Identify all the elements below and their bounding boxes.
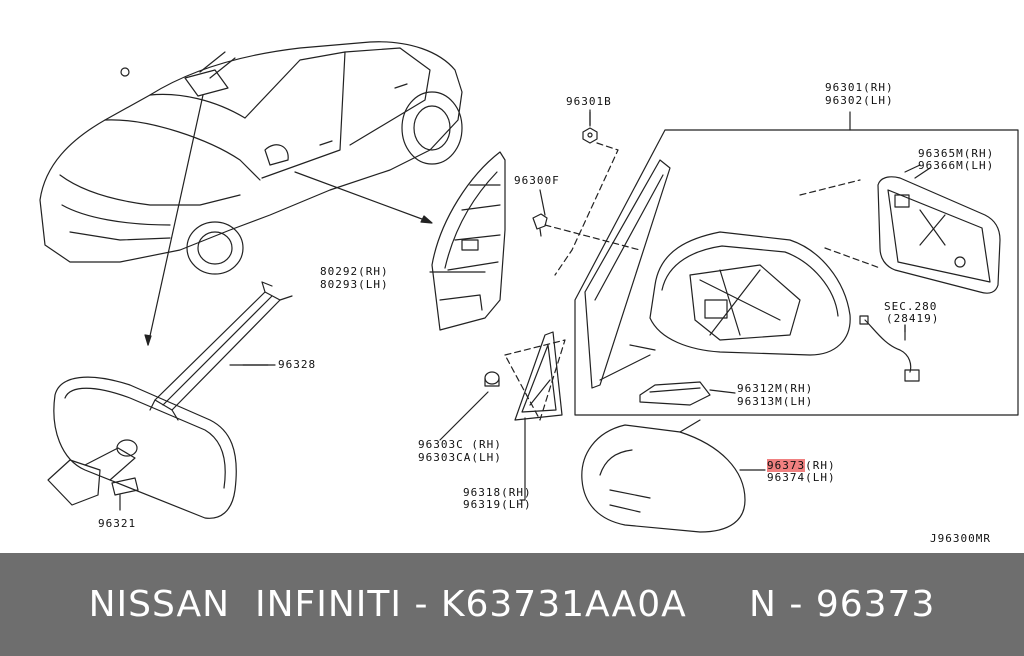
label-96301-rh: 96301(RH) [825,81,894,94]
label-96303c-rh: 96303C (RH) [418,438,502,451]
label-80292-rh: 80292(RH) [320,265,389,278]
label-96302-lh: 96302(LH) [825,94,894,107]
part-96318-drawing [514,331,563,501]
car-illustration [39,41,463,275]
label-96319-lh: 96319(LH) [463,498,532,511]
part-96300f-drawing [532,213,548,237]
part-96303c-drawing [439,371,500,441]
label-leaders [242,109,921,366]
harness-drawing [859,315,920,382]
label-96300f: 96300F [514,174,560,187]
label-96328: 96328 [278,358,317,371]
part-96373-drawing [581,419,766,533]
label-96366m-lh: 96366M(LH) [918,159,995,172]
label-96313m-lh: 96313M(LH) [737,395,814,408]
label-96321: 96321 [98,517,137,530]
part-96365m-drawing [877,167,1001,294]
label-96374-lh: 96374(LH) [767,471,836,484]
label-96301b: 96301B [566,95,612,108]
label-sec28419: (28419) [886,312,940,325]
label-96365m-rh: 96365M(RH) [918,147,995,160]
part-96301-drawing [574,111,1019,416]
label-sec280: SEC.280 [884,300,938,313]
highlighted-part-number: 96373 [767,459,806,472]
label-96303ca-lh: 96303CA(LH) [418,451,502,464]
diagram-id: J96300MR [930,532,991,545]
footer-banner: NISSAN INFINITI - K63731AA0A N - 96373 [0,553,1024,656]
part-80292-drawing [431,151,506,331]
label-96373-rh: 96373(RH) [767,459,836,472]
label-96318-rh: 96318(RH) [463,486,532,499]
parts-diagram: 96301B 96301(RH) 96302(LH) 96300F 96365M… [39,41,1019,545]
label-80293-lh: 80293(LH) [320,278,389,291]
label-96373-suffix: (RH) [805,459,836,472]
part-96321-drawing [47,376,237,519]
label-96312m-rh: 96312M(RH) [737,382,814,395]
part-96328-drawing [149,281,293,421]
footer-part-text: NISSAN INFINITI - K63731AA0A N - 96373 [88,584,936,625]
pointer-arrows [144,94,433,346]
